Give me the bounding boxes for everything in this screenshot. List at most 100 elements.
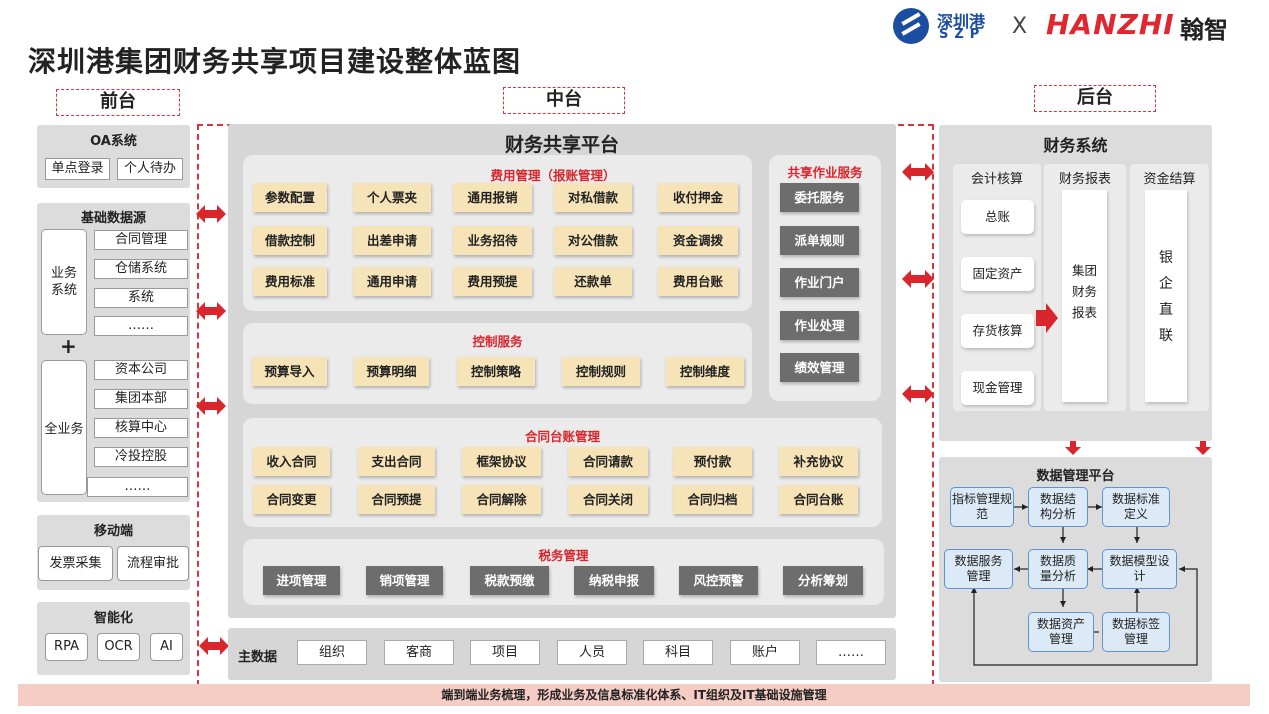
shared-item[interactable]: 作业处理 <box>780 311 859 340</box>
finance-system-title: 财务系统 <box>1043 136 1108 155</box>
smart-item-rpa[interactable]: RPA <box>45 633 88 661</box>
shared-service-title: 共享作业服务 <box>787 165 863 180</box>
master-data-item[interactable]: 科目 <box>643 640 713 665</box>
node-data-tag[interactable]: 数据标签管理 <box>1102 612 1170 652</box>
node-data-quality[interactable]: 数据质量分析 <box>1028 549 1088 589</box>
node-data-standard[interactable]: 数据标准定义 <box>1102 487 1170 527</box>
contract-item[interactable]: 收入合同 <box>253 447 330 476</box>
expense-item[interactable]: 参数配置 <box>253 183 327 212</box>
expense-item[interactable]: 资金调拨 <box>658 226 738 255</box>
group-report-box[interactable]: 集团财务报表 <box>1062 190 1107 402</box>
shared-item[interactable]: 派单规则 <box>780 226 859 255</box>
oa-item[interactable]: 单点登录 <box>45 158 110 180</box>
master-data-item[interactable]: 账户 <box>730 640 800 665</box>
contract-item[interactable]: 合同关闭 <box>568 485 648 514</box>
contract-item[interactable]: 合同预提 <box>358 485 435 514</box>
contract-item[interactable]: 合同变更 <box>253 485 330 514</box>
master-data-item[interactable]: 项目 <box>470 640 540 665</box>
contract-item[interactable]: 支出合同 <box>358 447 435 476</box>
master-data-item[interactable]: 组织 <box>297 640 367 665</box>
master-data-item[interactable]: 客商 <box>384 640 454 665</box>
expense-item[interactable]: 收付押金 <box>658 183 738 212</box>
biz-item[interactable]: 合同管理 <box>94 230 188 250</box>
node-indicator-standard[interactable]: 指标管理规范 <box>950 487 1014 527</box>
expense-item[interactable]: 通用报销 <box>453 183 532 212</box>
all-item[interactable]: 资本公司 <box>94 360 188 380</box>
smart-item-ai[interactable]: AI <box>150 633 183 661</box>
mobile-title: 移动端 <box>93 524 133 539</box>
tax-item[interactable]: 分析筹划 <box>783 566 863 595</box>
smart-item-ocr[interactable]: OCR <box>97 633 140 661</box>
oa-item[interactable]: 个人待办 <box>117 158 183 180</box>
expense-item[interactable]: 业务招待 <box>453 226 532 255</box>
accounting-item[interactable]: 固定资产 <box>961 257 1034 291</box>
contract-title: 合同台账管理 <box>524 429 600 444</box>
arrow-right-icon <box>1036 303 1058 333</box>
master-data-item[interactable]: 人员 <box>557 640 627 665</box>
contract-item[interactable]: 合同请款 <box>568 447 648 476</box>
basic-data-title: 基础数据源 <box>80 211 146 226</box>
finance-platform-title: 财务共享平台 <box>504 134 619 156</box>
accounting-item[interactable]: 存货核算 <box>961 314 1034 348</box>
control-item[interactable]: 预算导入 <box>252 357 327 386</box>
expense-item[interactable]: 费用标准 <box>253 267 327 296</box>
all-item[interactable]: 集团本部 <box>94 389 188 409</box>
control-item[interactable]: 控制策略 <box>457 357 535 386</box>
mobile-item[interactable]: 流程审批 <box>117 546 189 581</box>
contract-item[interactable]: 合同解除 <box>462 485 541 514</box>
biz-item[interactable]: 系统 <box>94 288 188 308</box>
oa-panel: OA系统 单点登录 个人待办 <box>37 125 190 188</box>
double-arrow-icon <box>196 205 226 223</box>
all-item[interactable]: 冷投控股 <box>94 447 188 467</box>
bank-link-box[interactable]: 银企直联 <box>1145 190 1187 402</box>
contract-item[interactable]: 补充协议 <box>779 447 858 476</box>
contract-item[interactable]: 合同台账 <box>779 485 858 514</box>
control-item[interactable]: 预算明细 <box>354 357 429 386</box>
node-data-asset[interactable]: 数据资产管理 <box>1028 612 1094 652</box>
biz-item[interactable]: 仓储系统 <box>94 259 188 279</box>
expense-item[interactable]: 费用预提 <box>453 267 532 296</box>
control-item[interactable]: 控制维度 <box>666 357 744 386</box>
node-data-model[interactable]: 数据模型设计 <box>1102 549 1177 589</box>
shared-item[interactable]: 作业门户 <box>780 268 859 297</box>
double-arrow-icon <box>196 397 226 415</box>
tax-item[interactable]: 销项管理 <box>366 566 443 595</box>
smart-panel: 智能化 RPA OCR AI <box>37 602 190 675</box>
tax-panel: 税务管理 <box>243 539 884 605</box>
contract-item[interactable]: 框架协议 <box>462 447 541 476</box>
hanzhi-logo: HANZHI <box>1046 8 1175 41</box>
expense-item[interactable]: 借款控制 <box>253 226 327 255</box>
expense-item[interactable]: 对私借款 <box>554 183 632 212</box>
expense-item[interactable]: 出差申请 <box>353 226 431 255</box>
report-title: 财务报表 <box>1058 172 1111 187</box>
accounting-item[interactable]: 总账 <box>961 200 1034 234</box>
expense-item[interactable]: 个人票夹 <box>353 183 431 212</box>
page-title: 深圳港集团财务共享项目建设整体蓝图 <box>28 45 522 78</box>
expense-item[interactable]: 费用台账 <box>658 267 738 296</box>
expense-item[interactable]: 还款单 <box>554 267 632 296</box>
hanzhi-logo-cn: 翰智 <box>1180 16 1228 44</box>
shared-item[interactable]: 绩效管理 <box>780 353 859 382</box>
control-item[interactable]: 控制规则 <box>562 357 640 386</box>
expense-item[interactable]: 通用申请 <box>353 267 431 296</box>
contract-item[interactable]: 合同归档 <box>673 485 752 514</box>
node-data-service[interactable]: 数据服务管理 <box>944 549 1013 589</box>
tax-item[interactable]: 纳税申报 <box>574 566 654 595</box>
all-item[interactable]: 核算中心 <box>94 418 188 438</box>
tax-item[interactable]: 进项管理 <box>263 566 340 595</box>
accounting-title: 会计核算 <box>970 172 1023 187</box>
mobile-item[interactable]: 发票采集 <box>38 546 113 581</box>
expense-item[interactable]: 对公借款 <box>554 226 632 255</box>
node-data-structure[interactable]: 数据结构分析 <box>1028 487 1088 527</box>
all-item[interactable]: …… <box>87 477 188 497</box>
accounting-item[interactable]: 现金管理 <box>961 371 1034 405</box>
arrow-down-icon <box>1195 441 1211 455</box>
biz-item[interactable]: …… <box>94 316 188 336</box>
master-data-label: 主数据 <box>238 650 278 665</box>
tax-item[interactable]: 风控预警 <box>679 566 758 595</box>
master-data-item[interactable]: …… <box>816 640 886 665</box>
tax-item[interactable]: 税款预缴 <box>470 566 549 595</box>
shared-item[interactable]: 委托服务 <box>780 183 859 212</box>
contract-item[interactable]: 预付款 <box>673 447 752 476</box>
section-middle: 中台 <box>503 87 625 114</box>
